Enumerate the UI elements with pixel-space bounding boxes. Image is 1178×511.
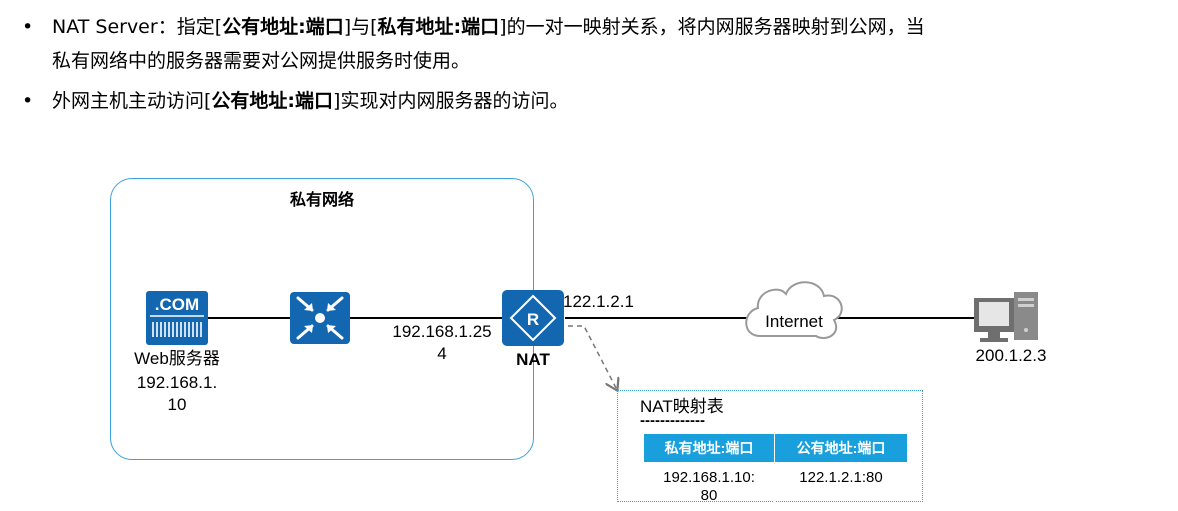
bullet-item-2: • 外网主机主动访问[公有地址:端口]实现对内网服务器的访问。: [22, 84, 1172, 118]
router-label: NAT: [516, 350, 550, 369]
server-icon-text: .COM: [155, 295, 199, 314]
bullet-1-bold-public: 公有地址:端口: [222, 16, 344, 38]
nat-table-cell-public: 122.1.2.1:80: [774, 462, 908, 511]
internet-label: Internet: [765, 312, 823, 331]
router-outside-ip: 122.1.2.1: [563, 292, 634, 311]
host-pc-icon: [974, 292, 1038, 342]
svg-text:R: R: [527, 310, 539, 329]
nat-table-separator: -------------: [640, 412, 705, 429]
private-network-label: 私有网络: [289, 192, 354, 209]
bullet-1-bold-private: 私有地址:端口: [377, 16, 500, 38]
switch-icon: [290, 292, 350, 344]
bullet-item-1: • NAT Server：指定[公有地址:端口]与[私有地址:端口]的一对一映射…: [22, 10, 1172, 78]
table-row: 192.168.1.10: 80 122.1.2.1:80: [643, 462, 908, 511]
nat-table: 私有地址:端口 公有地址:端口 192.168.1.10: 80 122.1.2…: [643, 433, 908, 511]
router-icon: R: [502, 290, 564, 346]
nat-table-header-private: 私有地址:端口: [643, 433, 775, 463]
nat-private-line2: 80: [700, 487, 718, 504]
bullet-2-prefix: 外网主机主动访问[: [52, 90, 212, 112]
host-ip: 200.1.2.3: [975, 346, 1047, 365]
bullet-1-middle: ]与[: [343, 16, 378, 38]
web-server-icon: .COM: [146, 291, 208, 345]
internet-cloud-icon: [745, 281, 843, 339]
router-inside-ip-line1: 192.168.1.25: [392, 322, 492, 341]
server-ip-line1: 192.168.1.: [136, 373, 218, 392]
nat-table-header-public: 公有地址:端口: [774, 433, 908, 463]
bullet-dot: •: [22, 16, 34, 38]
bullet-1-prefix: NAT Server：指定[: [52, 16, 223, 38]
server-ip-line2: 10: [167, 395, 187, 414]
nat-table-arrow: [568, 325, 616, 388]
bullet-dot: •: [22, 90, 34, 112]
bullet-2-bold-public: 公有地址:端口: [211, 90, 334, 112]
bullet-1-line2: 私有网络中的服务器需要对公网提供服务时使用。: [52, 50, 471, 72]
nat-private-line1: 192.168.1.10:: [663, 469, 755, 486]
nat-table-cell-private: 192.168.1.10: 80: [643, 462, 775, 511]
server-label: Web服务器: [134, 349, 220, 368]
router-inside-ip-line2: 4: [437, 344, 447, 363]
bullet-1-suffix: ]的一对一映射关系，将内网服务器映射到公网，当: [499, 16, 925, 38]
nat-table-title: NAT映射表: [640, 397, 724, 416]
bullet-2-suffix: ]实现对内网服务器的访问。: [333, 90, 569, 112]
bullet-list: • NAT Server：指定[公有地址:端口]与[私有地址:端口]的一对一映射…: [22, 10, 1172, 118]
